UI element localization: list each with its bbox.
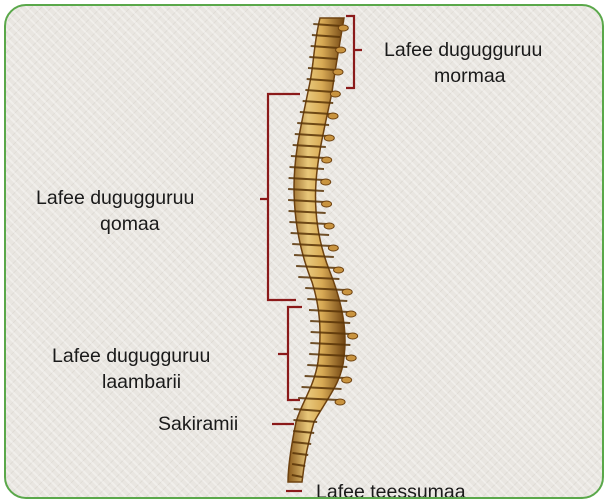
vertebra-process <box>328 113 338 119</box>
lumbar-label-line2: laambarii <box>102 371 181 393</box>
thoracic-label-line1: Lafee dugugguruu <box>36 187 194 209</box>
vertebra-process <box>333 69 343 75</box>
vertebra-process <box>330 91 340 97</box>
coccyx-label: Lafee teessumaa <box>316 481 466 497</box>
vertebra-process <box>321 179 331 185</box>
sacrum-label: Sakiramii <box>158 413 238 435</box>
cervical-label-line2: mormaa <box>434 65 506 87</box>
lumbar-bracket <box>278 307 302 400</box>
vertebra-gap <box>292 244 331 246</box>
vertebra-gap <box>305 288 345 290</box>
vertebra-process <box>346 355 356 361</box>
vertebra-process <box>324 135 334 141</box>
vertebra-gap <box>296 266 336 268</box>
vertebra-process <box>322 201 332 207</box>
vertebra-gap <box>291 233 329 235</box>
vertebra-process <box>328 245 338 251</box>
vertebra-process <box>338 25 348 31</box>
diagram-frame: Lafee dugugguruu mormaa Lafee dugugguruu… <box>4 4 604 499</box>
vertebra-gap <box>309 310 349 312</box>
vertebra-gap <box>294 255 334 257</box>
vertebra-gap <box>289 222 327 224</box>
vertebra-gap <box>288 200 324 202</box>
spine-diagram: Lafee dugugguruu mormaa Lafee dugugguruu… <box>6 6 602 497</box>
vertebra-process <box>342 377 352 383</box>
thoracic-label-line2: qomaa <box>100 213 160 235</box>
vertebra-gap <box>307 299 347 301</box>
vertebra-process <box>335 399 345 405</box>
vertebra-process <box>334 267 344 273</box>
vertebra-gap <box>298 398 338 400</box>
vertebra-gap <box>302 387 342 389</box>
vertebra-process <box>336 47 346 53</box>
lumbar-label-line1: Lafee dugugguruu <box>52 345 210 367</box>
vertebra-process <box>342 289 352 295</box>
vertebra-process <box>322 157 332 163</box>
vertebra-gap <box>298 277 339 279</box>
vertebra-process <box>346 311 356 317</box>
cervical-label-line1: Lafee dugugguruu <box>384 39 542 61</box>
vertebra-gap <box>289 211 326 213</box>
vertebra-process <box>324 223 334 229</box>
vertebra-process <box>348 333 358 339</box>
